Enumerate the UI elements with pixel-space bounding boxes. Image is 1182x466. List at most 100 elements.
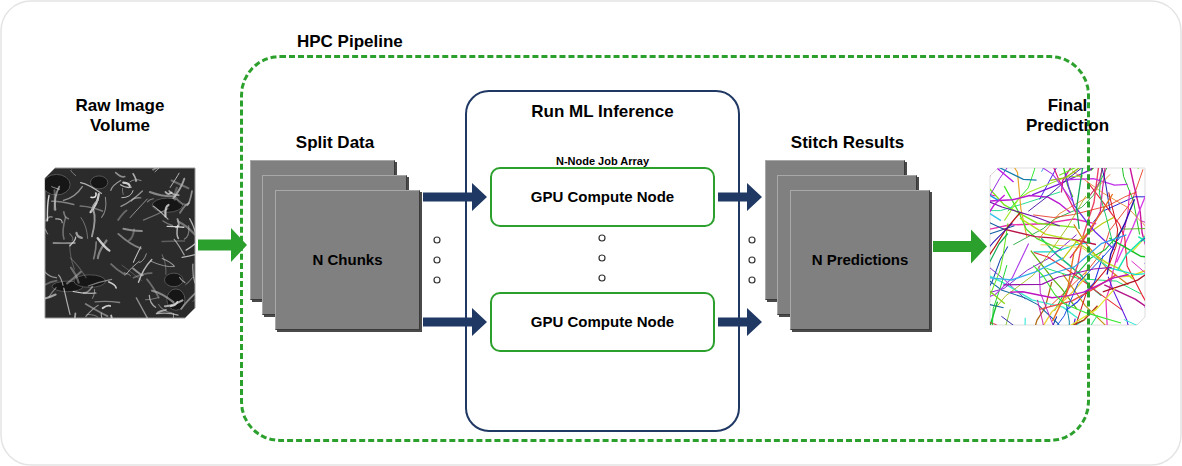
fiber-stroke [37, 222, 47, 234]
image-node: Final Prediction [985, 92, 1150, 325]
trace-line [1069, 192, 1118, 341]
fiber-stroke [116, 173, 125, 177]
trace-line [1138, 237, 1182, 328]
fiber-stroke [56, 219, 63, 223]
fiber-stroke [93, 289, 95, 298]
fiber-stroke [175, 188, 177, 200]
fiber-stroke [109, 282, 116, 288]
fiber-stroke [55, 187, 59, 210]
fiber-stroke [180, 203, 189, 213]
fiber-stroke [64, 187, 83, 201]
fiber-stroke [92, 200, 99, 212]
fiber-stroke [67, 272, 81, 283]
trace-line [976, 223, 1008, 313]
trace-line [1053, 194, 1113, 321]
trace-line [1090, 138, 1121, 197]
cell-blob [90, 176, 107, 189]
fiber-stroke [182, 251, 205, 257]
dot [749, 237, 755, 243]
dot [434, 257, 440, 263]
trace-line [979, 213, 1020, 271]
front-layer: N Predictions [790, 190, 930, 330]
fiber-stroke [173, 314, 178, 336]
fiber-stroke [53, 190, 55, 209]
fiber-stroke [193, 280, 209, 301]
image-heading: Raw Image Volume [59, 96, 181, 136]
trace-line [1104, 285, 1182, 326]
image-heading: Final Prediction [1007, 96, 1129, 136]
fiber-stroke [102, 197, 106, 217]
box-label: GPU Compute Node [525, 188, 680, 206]
trace-line [1077, 150, 1087, 229]
trace-line [990, 328, 1054, 466]
trace-line [1124, 228, 1182, 274]
dot [599, 255, 605, 261]
trace-line [1048, 315, 1097, 450]
fiber-stroke [121, 191, 142, 207]
fiber-stroke [70, 258, 86, 278]
heading-holder: Raw Image Volume [40, 96, 200, 136]
fiber-stroke [176, 198, 186, 205]
panel-subheading: N-Node Job Array [467, 154, 738, 168]
raw-image-texture [35, 154, 209, 339]
fiber-stroke [118, 234, 141, 249]
trace-line [956, 117, 1037, 180]
fiber-stroke [143, 209, 168, 220]
dot [749, 277, 755, 283]
trace-line [956, 320, 1083, 389]
fiber-stroke [70, 244, 75, 269]
fanout-arrow [718, 308, 762, 336]
fiber-stroke [64, 212, 69, 219]
stack-heading: Split Data [250, 133, 420, 153]
panel-heading: Run ML Inference [467, 102, 738, 122]
trace-line [1027, 306, 1097, 347]
fiber-stroke [86, 304, 108, 316]
fiber-stroke [136, 298, 149, 322]
trace-line [986, 146, 1072, 201]
fiber-stroke [193, 264, 195, 283]
image-area [45, 168, 195, 318]
trace-line [982, 244, 1029, 300]
fiber-stroke [139, 259, 152, 282]
dot [749, 257, 755, 263]
trace-line [1142, 151, 1182, 165]
fanout-arrow [423, 183, 487, 211]
trace-line [1025, 318, 1040, 369]
fiber-stroke [63, 217, 66, 239]
fiber-stroke [158, 310, 166, 313]
trace-line [1147, 312, 1182, 423]
pipeline-group: HPC PipelineN ChunksSplit DataRun ML Inf… [240, 30, 1090, 442]
trace-line [1118, 148, 1182, 270]
trace-line [1037, 237, 1120, 351]
front-layer: N Chunks [275, 190, 420, 330]
trace-line [1124, 320, 1182, 336]
fiber-stroke [146, 298, 159, 300]
trace-line [1000, 309, 1010, 408]
fiber-stroke [166, 192, 172, 194]
fiber-stroke [147, 199, 153, 202]
trace-line [1141, 122, 1182, 242]
trace-line [1140, 221, 1182, 231]
trace-line [1103, 249, 1175, 292]
fiber-stroke [118, 211, 126, 220]
fiber-stroke [130, 199, 147, 218]
trace-line [997, 196, 1086, 306]
trace-line [1070, 130, 1117, 258]
data-stack: N Chunks Split Data [250, 125, 420, 330]
stack-label: N Predictions [806, 251, 915, 269]
fiber-stroke [49, 288, 56, 297]
fiber-stroke [101, 313, 103, 321]
fiber-stroke [156, 313, 178, 315]
trace-line [1090, 254, 1182, 275]
fiber-stroke [122, 265, 142, 281]
fiber-stroke [95, 301, 120, 302]
fiber-stroke [87, 314, 98, 317]
flow-arrow [933, 230, 987, 264]
trace-line [1091, 12, 1182, 170]
heading-holder: Final Prediction [985, 96, 1150, 136]
trace-line [1149, 131, 1182, 262]
trace-line [1144, 66, 1182, 166]
trace-line [913, 119, 995, 196]
trace-line [932, 286, 997, 324]
